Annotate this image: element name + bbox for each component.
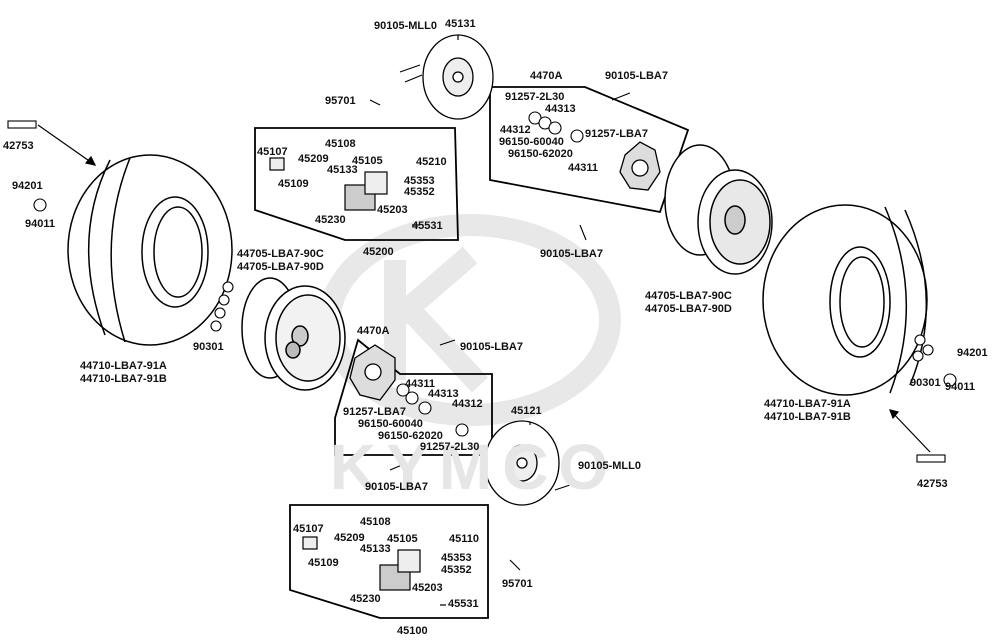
part-label: 91257-LBA7 [343,406,406,418]
left-tire [67,154,233,346]
part-label: 90105-LBA7 [605,70,668,82]
part-label: 94201 [957,347,988,359]
part-label: 42753 [3,140,34,152]
part-label: 44313 [428,388,459,400]
part-label: 44710-LBA7-91B [764,411,851,423]
part-label: 91257-2L30 [420,441,480,453]
part-label: 42753 [917,478,948,490]
part-label: 90105-LBA7 [365,481,428,493]
part-label: 44705-LBA7-90C [237,248,324,260]
part-label: 90105-MLL0 [578,460,641,472]
part-label: 90105-LBA7 [460,341,523,353]
part-label: 44710-LBA7-91B [80,373,167,385]
part-label: 96150-60040 [358,418,423,430]
part-label: 45230 [350,593,381,605]
part-label: 4470A [357,325,390,337]
leader-lines [37,35,931,606]
part-label: 96150-60040 [499,136,564,148]
wheel-hub-middle [349,344,396,401]
part-label: 45105 [352,155,383,167]
part-label: 45531 [448,598,479,610]
part-label: 45131 [445,18,476,30]
part-label: 45209 [298,153,329,165]
part-label: 45203 [377,204,408,216]
part-label: 44312 [452,398,483,410]
part-label: 91257-LBA7 [585,128,648,140]
part-label: 44710-LBA7-91A [764,398,851,410]
part-label: 96150-62020 [508,148,573,160]
part-label: 4470A [530,70,563,82]
right-tire [762,204,928,396]
wheel-hub-top-right [619,141,661,191]
left-rim [241,277,346,391]
caliper-assembly-box-top [254,127,459,241]
caliper-top [269,157,388,211]
right-rim [664,144,773,275]
part-label: 44705-LBA7-90C [645,290,732,302]
part-label: 45210 [416,156,447,168]
part-label: 45531 [412,220,443,232]
part-label: 44705-LBA7-90D [237,261,324,273]
part-label: 45121 [511,405,542,417]
part-label: 44312 [500,124,531,136]
part-label: 45107 [257,146,288,158]
part-label: 45200 [363,246,394,258]
part-label: 95701 [502,578,533,590]
part-label: 90301 [910,377,941,389]
part-label: 90301 [193,341,224,353]
part-label: 94011 [945,381,975,393]
part-label: 44313 [545,103,576,115]
part-label: 44710-LBA7-91A [80,360,167,372]
part-label: 44311 [568,162,598,174]
part-label: 90105-MLL0 [374,20,437,32]
kymco-watermark-text: KYMCO [330,431,619,503]
part-label: 45109 [308,557,339,569]
part-label: 44311 [405,378,435,390]
small-parts [7,64,957,571]
caliper-bottom [302,536,421,591]
part-label: 45110 [449,533,479,545]
part-label: 45353 [441,552,472,564]
part-label: 95701 [325,95,356,107]
part-label: 45100 [397,625,428,637]
part-label: 90105-LBA7 [540,248,603,260]
part-label: 45209 [334,532,365,544]
part-label: 45105 [387,533,418,545]
part-label: 45352 [404,186,435,198]
part-label: 45352 [441,564,472,576]
part-label: 45107 [293,523,324,535]
part-label: 44705-LBA7-90D [645,303,732,315]
brake-disc-bottom [484,420,560,506]
part-label: 94201 [12,180,43,192]
part-label: 94011 [25,218,55,230]
brake-disc-top [422,34,494,120]
part-label: 45230 [315,214,346,226]
part-label: 45203 [412,582,443,594]
part-label: 45108 [325,138,356,150]
part-label: 45353 [404,175,435,187]
part-label: 45109 [278,178,309,190]
part-label: 91257-2L30 [505,91,565,103]
part-label: 45108 [360,516,391,528]
part-label: 45133 [360,543,391,555]
part-label: 45133 [327,164,358,176]
caliper-assembly-box-bottom [289,504,489,619]
part-label: 96150-62020 [378,430,443,442]
